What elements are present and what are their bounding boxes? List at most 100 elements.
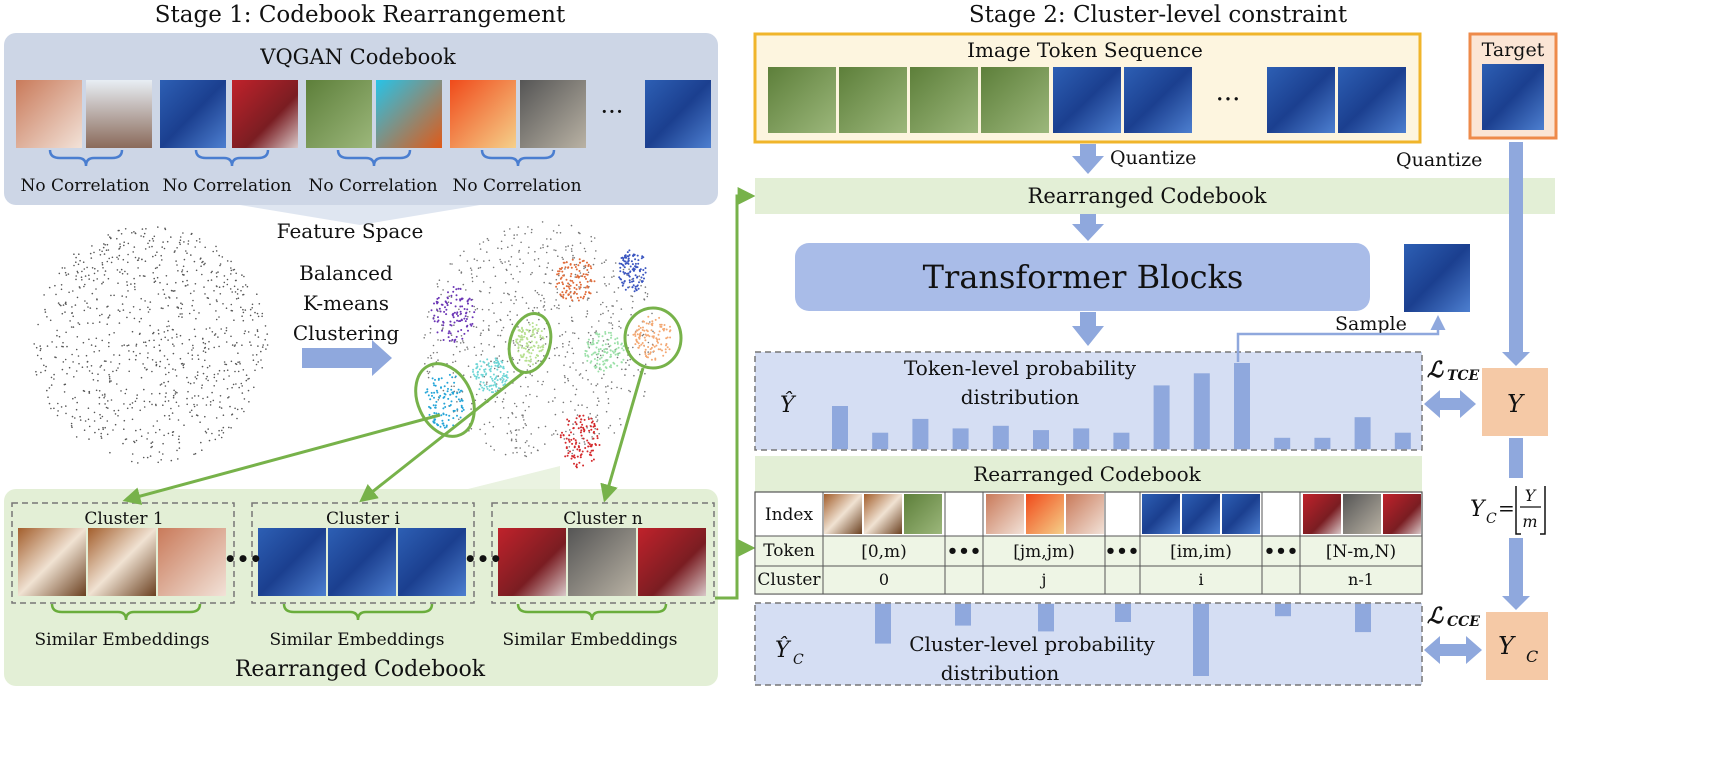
cluster-scatter-point: [666, 336, 669, 339]
cluster-scatter-point: [634, 335, 637, 337]
scatter-point: [201, 338, 204, 340]
cluster-scatter-point: [493, 381, 496, 384]
cluster-scatter-point: [517, 334, 520, 337]
cluster-scatter-point: [612, 361, 615, 364]
cluster-scatter-point: [596, 435, 599, 437]
scatter-point: [507, 292, 509, 295]
scatter-point: [186, 279, 188, 282]
scatter-point: [113, 332, 115, 334]
scatter-point: [202, 397, 204, 400]
cluster-scatter-point: [617, 346, 620, 349]
cluster-scatter-point: [656, 340, 659, 343]
scatter-point: [163, 331, 166, 333]
scatter-point: [172, 431, 175, 433]
scatter-point: [624, 368, 627, 371]
cluster-scatter-point: [447, 336, 450, 339]
scatter-point: [148, 239, 151, 242]
scatter-point: [233, 319, 235, 322]
y-hat-label: Ŷ: [780, 391, 797, 418]
scatter-point: [119, 243, 121, 245]
vqgan-thumbnail: [520, 80, 586, 148]
scatter-point: [225, 307, 228, 310]
scatter-point: [118, 248, 120, 250]
token-bar: [1234, 363, 1250, 449]
cluster-scatter-point: [653, 331, 656, 334]
scatter-point: [107, 400, 109, 402]
scatter-point: [507, 246, 509, 248]
cluster-scatter-point: [572, 437, 575, 440]
scatter-point: [522, 401, 525, 404]
cluster-scatter-point: [649, 352, 652, 355]
scatter-point: [37, 323, 39, 326]
scatter-point: [202, 372, 205, 375]
cluster-scatter-point: [602, 363, 605, 366]
scatter-point: [194, 335, 197, 338]
cluster-scatter-point: [587, 418, 590, 420]
scatter-point: [148, 400, 151, 403]
cluster-scatter-point: [450, 400, 453, 403]
scatter-point: [508, 260, 510, 262]
cluster-scatter-point: [590, 360, 593, 363]
scatter-point: [567, 449, 569, 452]
scatter-point: [83, 268, 86, 270]
scatter-point: [574, 409, 576, 411]
cluster-scatter-point: [460, 329, 463, 331]
scatter-point: [62, 345, 64, 348]
scatter-point: [581, 404, 583, 406]
scatter-point: [162, 307, 164, 310]
scatter-point: [117, 367, 119, 369]
cluster-scatter-point: [442, 339, 445, 341]
scatter-point: [207, 348, 210, 350]
scatter-point: [208, 365, 211, 367]
cluster-scatter-point: [472, 368, 475, 371]
scatter-point: [90, 365, 93, 367]
scatter-point: [556, 346, 558, 349]
cluster-scatter-point: [566, 418, 569, 421]
scatter-point: [512, 452, 514, 454]
cluster-scatter-point: [571, 258, 574, 261]
cluster-scatter-point: [585, 273, 588, 276]
scatter-point: [58, 335, 61, 338]
scatter-point: [163, 355, 166, 357]
cluster-scatter-point: [658, 330, 661, 333]
cluster-scatter-point: [616, 341, 619, 344]
scatter-point: [60, 284, 63, 286]
scatter-point: [174, 250, 176, 252]
scatter-point: [166, 240, 169, 243]
scatter-point: [230, 360, 233, 363]
scatter-point: [193, 309, 195, 312]
scatter-point: [109, 451, 111, 454]
cluster-scatter-point: [567, 282, 570, 285]
scatter-point: [476, 275, 478, 278]
cluster-scatter-point: [622, 358, 625, 361]
scatter-point: [571, 452, 573, 455]
scatter-point: [168, 371, 170, 374]
cluster-scatter-point: [446, 390, 449, 393]
scatter-point: [168, 296, 170, 298]
scatter-point: [176, 306, 178, 308]
scatter-point: [578, 442, 581, 445]
scatter-point: [102, 281, 104, 284]
scatter-point: [564, 356, 567, 358]
scatter-point: [543, 355, 545, 357]
scatter-point: [39, 345, 41, 347]
cluster-scatter-point: [669, 336, 672, 339]
cluster-scatter-point: [520, 336, 523, 339]
scatter-point: [229, 288, 232, 290]
scatter-point: [243, 275, 245, 278]
scatter-point: [600, 313, 602, 316]
scatter-point: [459, 254, 462, 257]
scatter-point: [473, 325, 475, 328]
scatter-point: [235, 298, 238, 300]
scatter-point: [142, 235, 145, 238]
cluster-scatter-point: [458, 391, 461, 394]
sample-label: Sample: [1335, 313, 1407, 335]
scatter-point: [114, 413, 117, 415]
scatter-point: [251, 307, 253, 309]
scatter-point: [177, 419, 180, 421]
scatter-point: [537, 258, 540, 260]
table-index-thumbnail: [1303, 494, 1341, 534]
cluster-scatter-point: [497, 364, 500, 367]
scatter-point: [562, 342, 564, 345]
scatter-point: [233, 285, 236, 288]
